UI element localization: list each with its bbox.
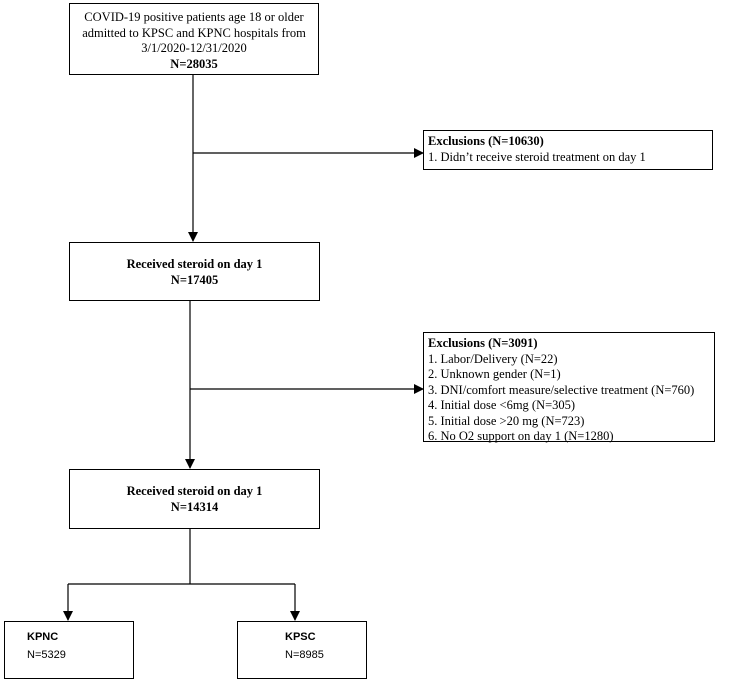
kpsc-title: KPSC [285, 631, 316, 643]
start-line-2: admitted to KPSC and KPNC hospitals from [82, 25, 306, 40]
exclusion1-title: Exclusions (N=10630) [428, 134, 544, 148]
step3-title: Received steroid on day 1 [126, 484, 263, 498]
step2-count: N=17405 [170, 272, 219, 287]
exclusion2-item-2: 2. Unknown gender (N=1) [428, 367, 561, 381]
start-line-3: 3/1/2020-12/31/2020 [141, 41, 247, 55]
exclusion1-box: Exclusions (N=10630) 1. Didn’t receive s… [423, 130, 713, 170]
kpsc-box: KPSC N=8985 [237, 621, 367, 679]
exclusion1-item-1: 1. Didn’t receive steroid treatment on d… [428, 149, 646, 164]
start-count: N=28035 [170, 56, 218, 71]
step2-box: Received steroid on day 1 N=17405 [69, 242, 320, 301]
exclusion2-item-6: 6. No O2 support on day 1 (N=1280) [428, 429, 614, 443]
step3-count: N=14314 [170, 499, 219, 514]
exclusion2-item-4: 4. Initial dose <6mg (N=305) [428, 398, 576, 412]
start-line-1: COVID-19 positive patients age 18 or old… [84, 10, 304, 24]
kpnc-box: KPNC N=5329 [4, 621, 134, 679]
step3-box: Received steroid on day 1 N=14314 [69, 469, 320, 529]
step2-title: Received steroid on day 1 [126, 257, 263, 271]
exclusion2-item-1: 1. Labor/Delivery (N=22) [428, 351, 558, 366]
exclusion2-title: Exclusions (N=3091) [428, 336, 538, 350]
exclusion2-item-5: 5. Initial dose >20 mg (N=723) [428, 413, 585, 428]
exclusion2-box: Exclusions (N=3091) 1. Labor/Delivery (N… [423, 332, 715, 443]
kpnc-count: N=5329 [27, 649, 66, 661]
start-box: COVID-19 positive patients age 18 or old… [69, 3, 319, 75]
kpnc-title: KPNC [27, 631, 59, 643]
kpsc-count: N=8985 [285, 649, 324, 661]
exclusion2-item-3: 3. DNI/comfort measure/selective treatme… [428, 382, 695, 397]
